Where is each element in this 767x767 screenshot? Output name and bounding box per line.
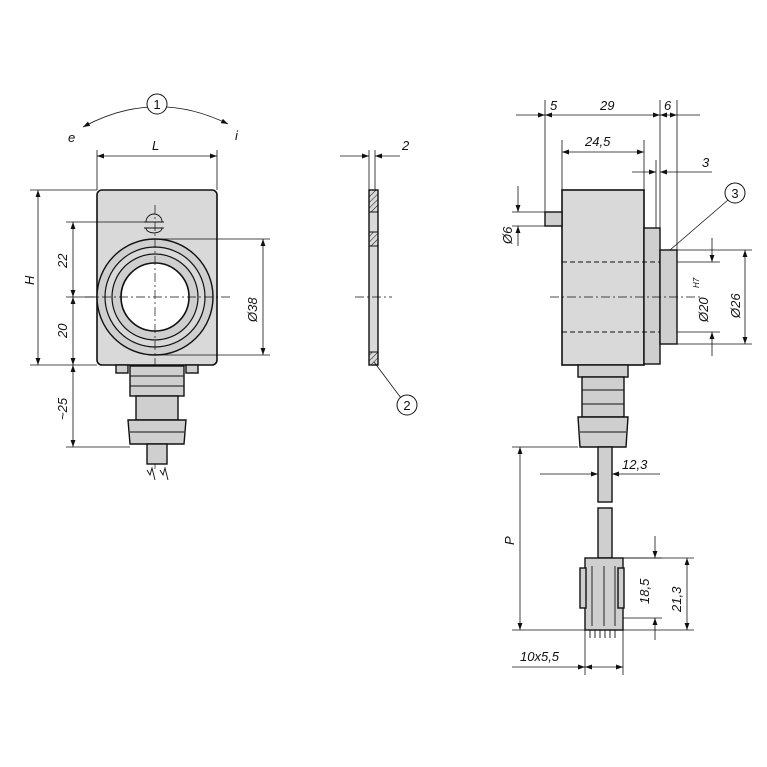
rotation-left-label: e: [68, 130, 75, 145]
housing-side: [561, 189, 645, 366]
dim-shaft-20: Ø20: [696, 297, 711, 323]
pin: [544, 211, 563, 227]
dim-washer-2: 2: [401, 138, 410, 153]
dim-flange-26: Ø26: [728, 293, 743, 319]
dim-pin-6: Ø6: [500, 226, 515, 245]
dim-upper-22: 22: [55, 253, 70, 269]
dim-plug-21-3: 21,3: [669, 586, 684, 613]
dim-width-L: L: [152, 138, 159, 153]
dim-bore-38: Ø38: [245, 297, 260, 323]
dim-plug-10x5-5: 10x5,5: [520, 649, 560, 664]
cable-gland-nut: [129, 365, 185, 397]
dim-cable-25: ~25: [55, 397, 70, 420]
callout-3: 3: [731, 186, 738, 201]
dim-side-29: 29: [599, 98, 614, 113]
dim-plug-18-5: 18,5: [637, 578, 652, 604]
washer: [368, 189, 379, 366]
dim-length-P: P: [502, 536, 517, 545]
callout-2: 2: [403, 398, 410, 413]
rotation-right-label: i: [235, 128, 239, 143]
dim-side-3: 3: [702, 155, 710, 170]
cable-upper: [597, 446, 613, 503]
callout-1: 1: [153, 97, 160, 112]
side-view: 5 29 6 24,5 3 Ø6 3 Ø20 H7 Ø26: [500, 98, 752, 675]
cable-lower: [597, 507, 613, 559]
washer-view: 2 2: [340, 138, 418, 416]
dim-cable-12-3: 12,3: [622, 457, 648, 472]
dim-height-H: H: [22, 275, 37, 285]
front-view: 1 e i L: [22, 93, 270, 481]
dim-shaft-tolerance: H7: [692, 277, 701, 288]
flange: [643, 227, 661, 365]
dim-lower-20: 20: [55, 323, 70, 339]
dim-side-5: 5: [550, 98, 558, 113]
dim-side-6: 6: [664, 98, 672, 113]
dim-side-24-5: 24,5: [584, 134, 611, 149]
mounting-hole: [145, 213, 163, 223]
